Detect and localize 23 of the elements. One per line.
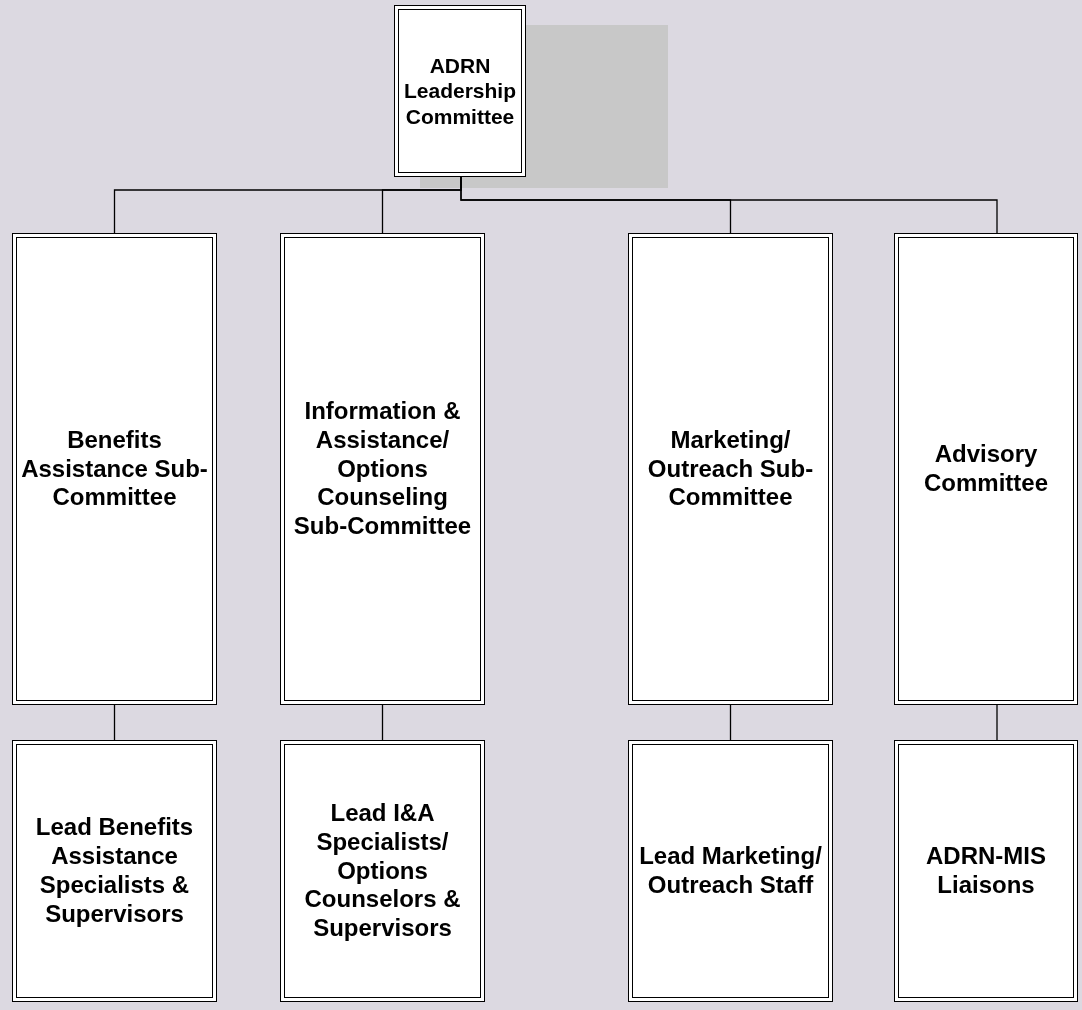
org-box [894, 740, 1078, 1002]
org-box [628, 233, 833, 705]
connector-line [729, 704, 732, 741]
org-box [12, 233, 217, 705]
box-label: Lead I&A Specialists/ Options Counselors & Supervisors [303, 799, 462, 943]
connector-line [381, 704, 384, 741]
box-label: Lead Marketing/ Outreach Staff [638, 842, 823, 900]
box-label: Lead Benefits Assistance Specialists & Supervisors [34, 813, 195, 929]
connector-line [996, 704, 998, 741]
org-box [280, 233, 485, 705]
box-label: ADRN-MIS Liaisons [925, 842, 1047, 900]
connector-line [460, 176, 998, 234]
box-label: Marketing/ Outreach Sub-Committee [646, 425, 815, 513]
box-label: ADRN Leadership Committee [403, 53, 517, 129]
org-box [894, 233, 1078, 705]
org-box [12, 740, 217, 1002]
org-box [280, 740, 485, 1002]
connector-line [113, 704, 116, 741]
box-label: Benefits Assistance Sub-Committee [21, 425, 208, 513]
box-label: Information & Assistance/ Options Counseling Sub-Committee [292, 397, 473, 541]
box-label: Advisory Committee [923, 440, 1049, 498]
org-box [628, 740, 833, 1002]
org-box [394, 5, 526, 177]
